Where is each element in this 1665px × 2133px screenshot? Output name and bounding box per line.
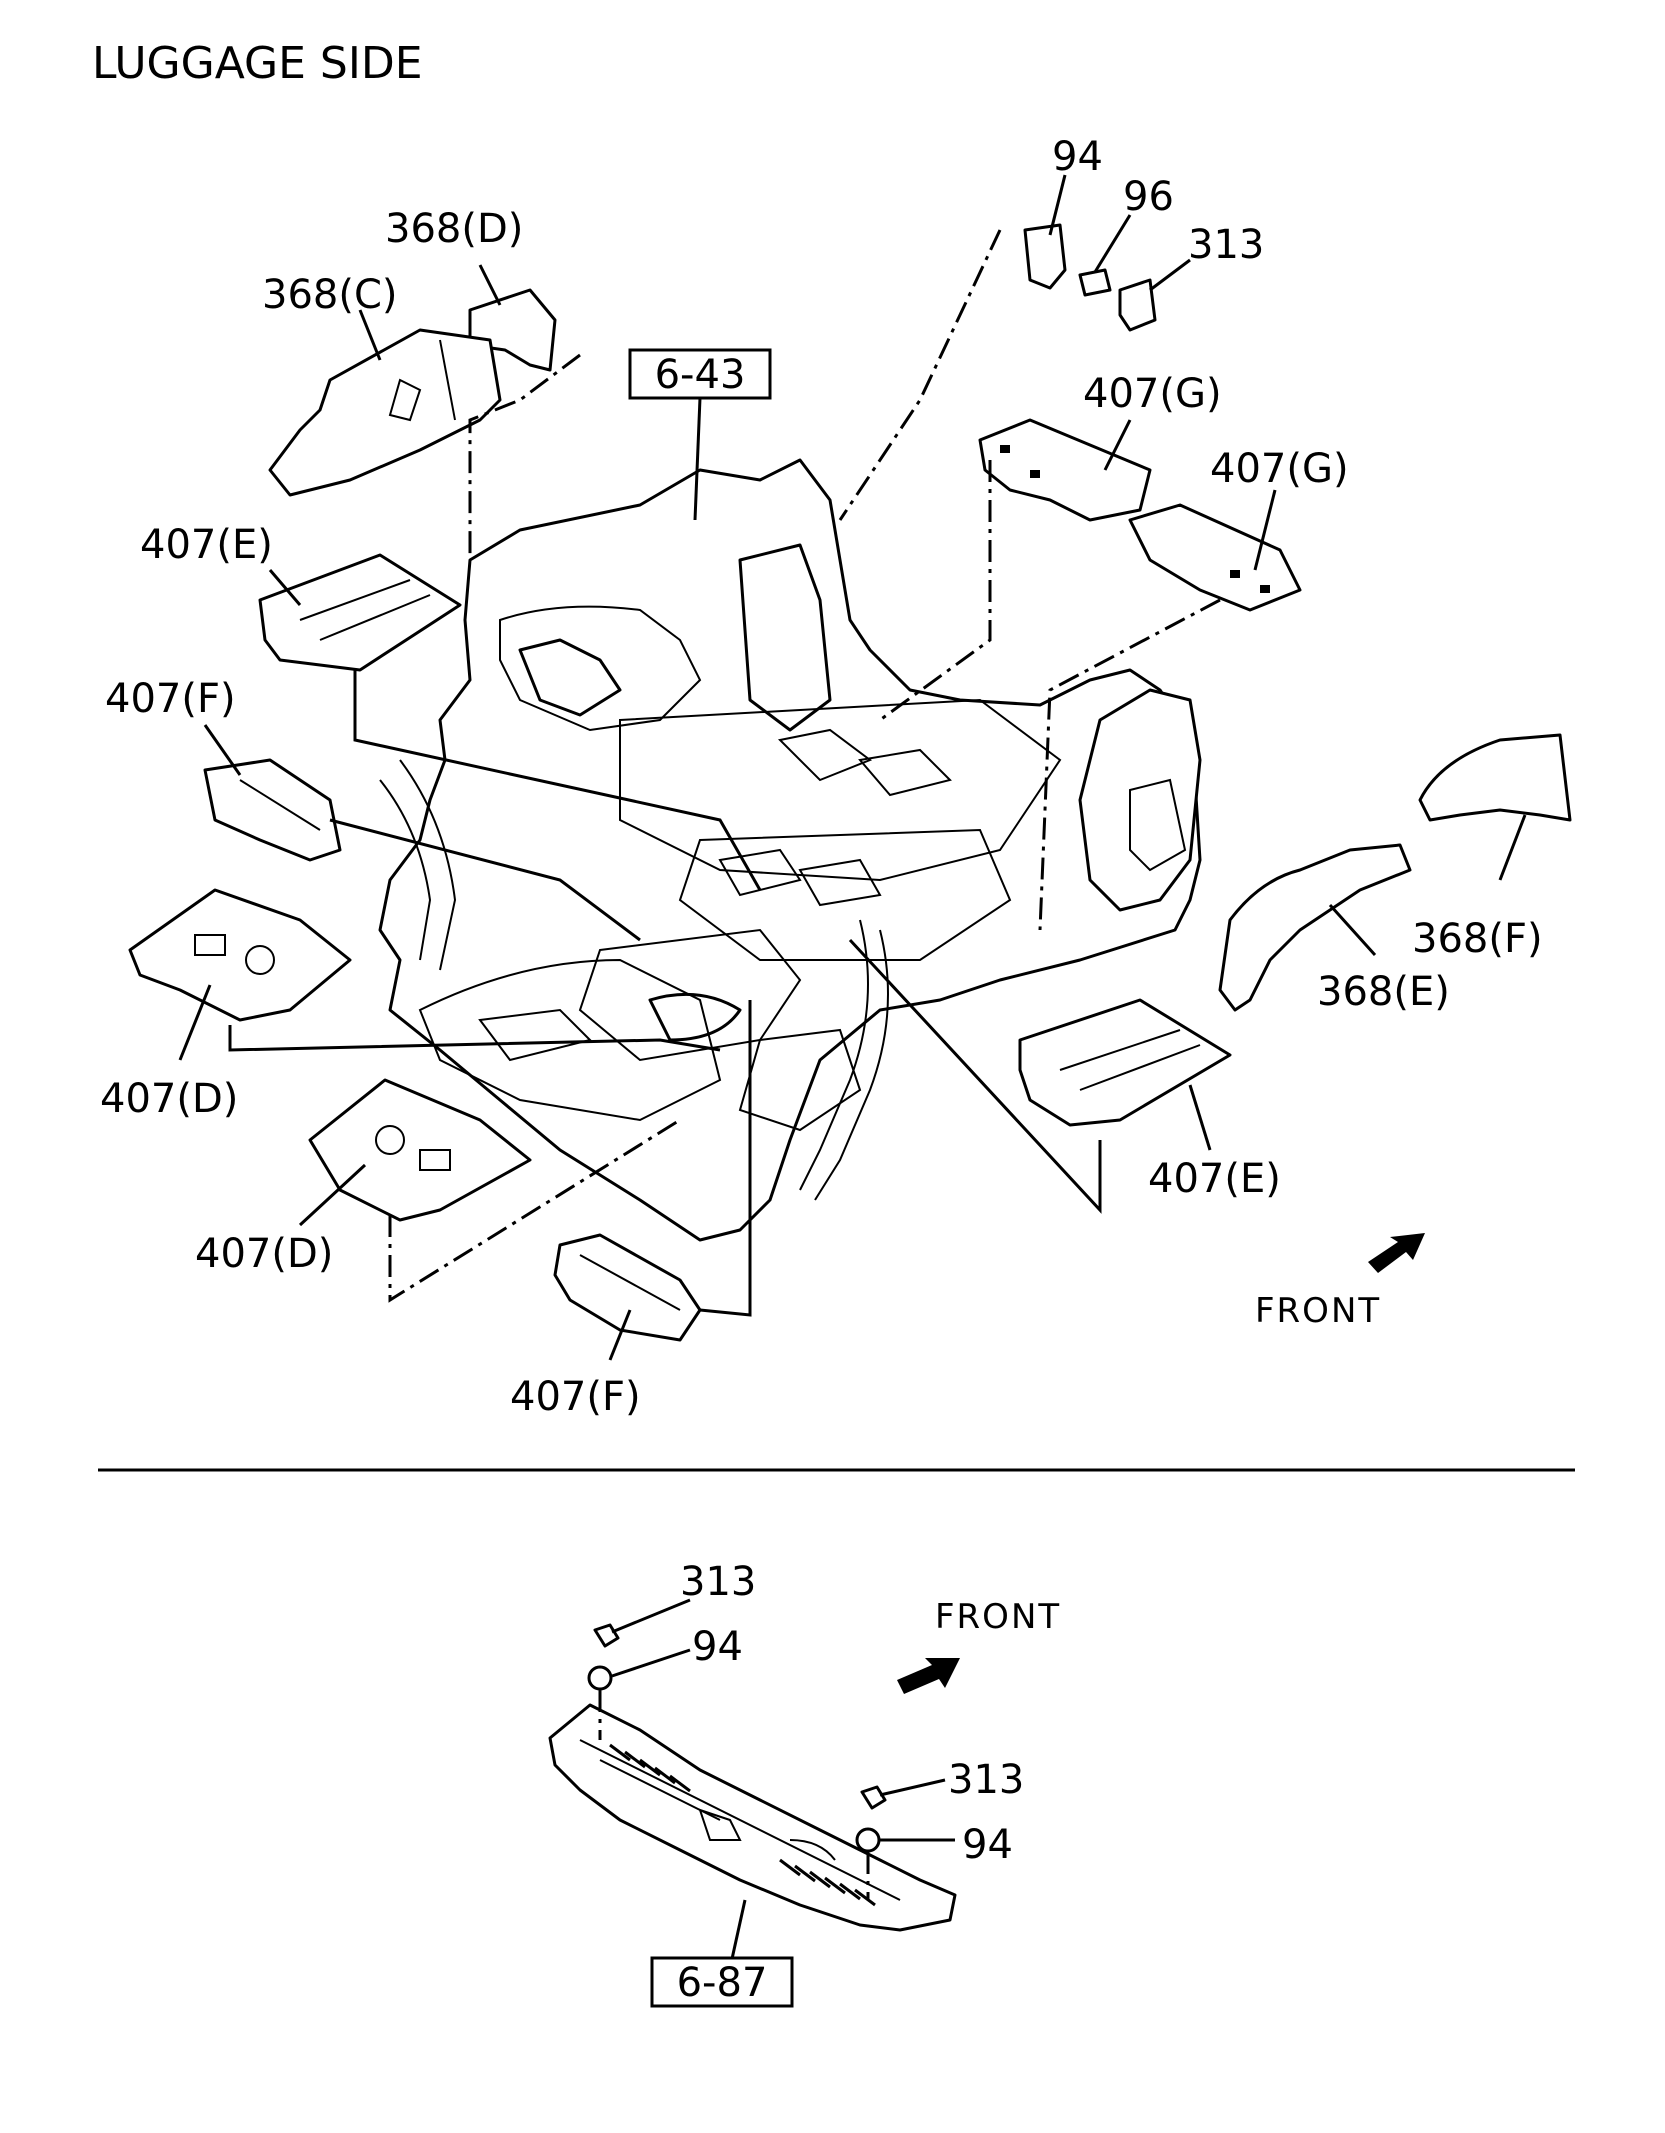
part-368c: [268, 328, 502, 497]
part-407d-2: [308, 1078, 532, 1222]
ref-label-6-87: 6-87: [677, 1960, 768, 2006]
label-94-lower-b: 94: [962, 1822, 1013, 1868]
label-313-lower-a: 313: [680, 1559, 756, 1605]
label-94-upper: 94: [1052, 134, 1103, 180]
part-313-lower-a: [593, 1623, 620, 1648]
part-407g-2: [1128, 503, 1302, 612]
label-94-lower-a: 94: [692, 1624, 743, 1670]
label-368f: 368(F): [1412, 916, 1543, 962]
part-368e: [1218, 843, 1412, 1012]
scuff-plate: [548, 1703, 957, 1932]
part-407e-left: [258, 553, 462, 672]
label-front-lower: FRONT: [935, 1597, 1061, 1637]
part-94-lower-b: [855, 1827, 881, 1900]
upper-exploded-view: 6-43: [100, 134, 1572, 1420]
page-title: LUGGAGE SIDE: [92, 38, 423, 89]
part-96-upper: [1078, 268, 1112, 297]
label-313-lower-b: 313: [948, 1757, 1024, 1803]
label-407f-left: 407(F): [105, 676, 236, 722]
part-407d-1: [128, 888, 352, 1022]
part-407f-bottom: [553, 1233, 702, 1342]
front-arrow-lower: [897, 1658, 960, 1694]
label-407d-1: 407(D): [100, 1076, 238, 1122]
label-407d-2: 407(D): [195, 1231, 333, 1277]
label-407e-right: 407(E): [1148, 1156, 1281, 1202]
label-368e: 368(E): [1317, 969, 1450, 1015]
luggage-floor-body: [378, 458, 1202, 1242]
label-407g-1: 407(G): [1083, 371, 1222, 417]
label-368d: 368(D): [385, 206, 523, 252]
label-407e-left: 407(E): [140, 522, 273, 568]
ref-box-6-87: 6-87: [650, 1956, 794, 2008]
part-407f-left: [203, 758, 342, 862]
label-368c: 368(C): [262, 272, 398, 318]
front-arrow-upper: [1368, 1233, 1425, 1273]
ref-label-6-43: 6-43: [655, 352, 746, 398]
label-407f-bottom: 407(F): [510, 1374, 641, 1420]
label-407g-2: 407(G): [1210, 446, 1349, 492]
label-313-upper: 313: [1188, 222, 1264, 268]
leader-lines: [178, 174, 1527, 1361]
label-96-upper: 96: [1123, 174, 1174, 220]
scuff-plate-ribs: [609, 1743, 876, 1907]
ref-box-6-43: 6-43: [628, 348, 772, 400]
lower-detail-view: 6-87 313 94 FRONT 313 94: [548, 1559, 1061, 2008]
part-407e-right: [1018, 998, 1232, 1127]
part-313-lower-b: [860, 1785, 887, 1810]
part-94-lower-a: [587, 1665, 613, 1740]
part-368f: [1418, 733, 1572, 822]
part-313-upper: [1118, 278, 1157, 332]
part-407g-1: [978, 418, 1152, 522]
label-front-upper: FRONT: [1255, 1291, 1381, 1331]
part-94-upper: [1023, 223, 1067, 290]
